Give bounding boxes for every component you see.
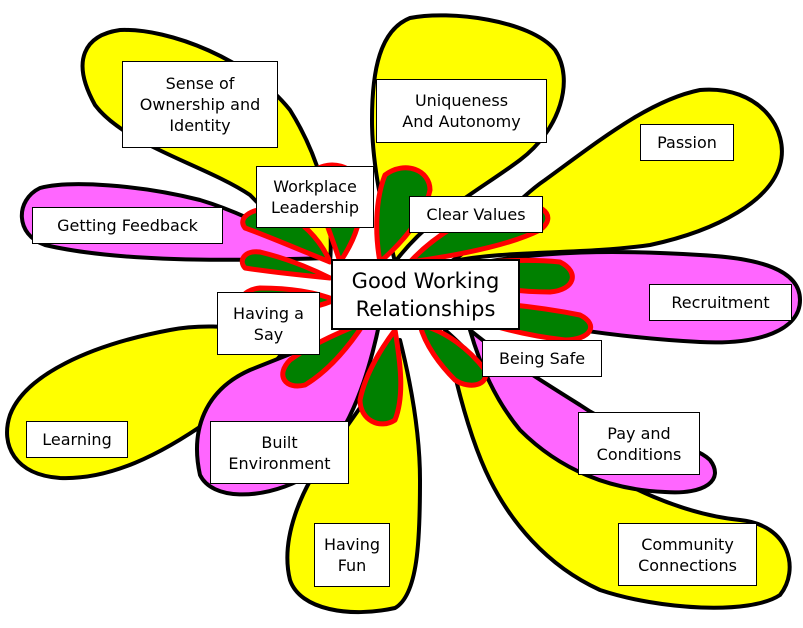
label-passion: Passion xyxy=(640,124,734,161)
label-community-connections: Community Connections xyxy=(618,523,757,586)
label-getting-feedback: Getting Feedback xyxy=(32,207,223,244)
label-learning: Learning xyxy=(26,421,128,458)
label-clear-values: Clear Values xyxy=(409,196,543,233)
label-having-a-say: Having a Say xyxy=(217,292,320,355)
label-recruitment: Recruitment xyxy=(649,284,792,321)
label-pay-and-conditions: Pay and Conditions xyxy=(578,412,700,475)
label-having-fun: Having Fun xyxy=(314,523,390,587)
label-sense-of-ownership: Sense of Ownership and Identity xyxy=(122,61,278,148)
label-good-working-relationships: Good Working Relationships xyxy=(331,259,520,330)
label-workplace-leadership: Workplace Leadership xyxy=(256,166,374,228)
label-being-safe: Being Safe xyxy=(482,340,602,377)
label-uniqueness: Uniqueness And Autonomy xyxy=(376,79,547,143)
label-built-environment: Built Environment xyxy=(210,421,349,484)
